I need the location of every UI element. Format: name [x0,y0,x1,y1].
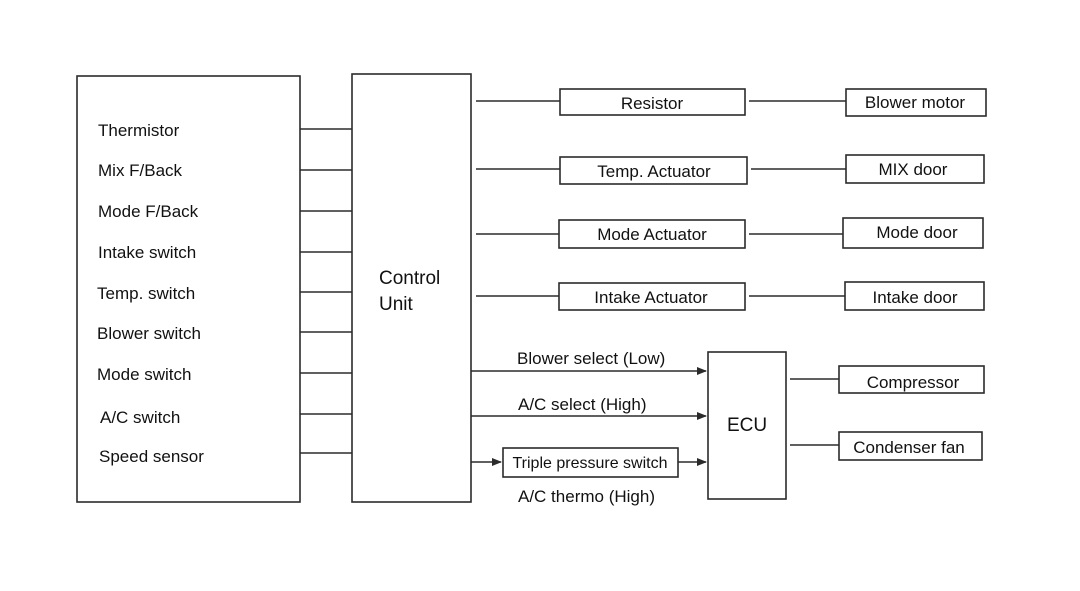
ecu-label: ECU [727,415,767,436]
ac-select-label: A/C select (High) [518,395,646,414]
control-unit-box [351,73,472,503]
actuator-row-resistor: Resistor Blower motor [476,88,987,117]
target-label: Mode door [876,223,958,242]
intake-actuator-box [558,282,746,311]
compressor-box [838,365,985,394]
ecu-output-label: Compressor [867,373,960,392]
input-label: Mix F/Back [98,161,183,180]
control-unit-label: Unit [379,294,414,315]
input-label: Mode switch [97,365,191,384]
intake-door-box [844,281,985,311]
input-label: Mode F/Back [98,202,199,221]
condenser-fan-box [838,431,983,461]
input-label: Temp. switch [97,284,195,303]
temp-actuator-box [559,156,748,185]
mode-door-box [842,217,984,249]
mode-actuator-box [558,219,746,249]
input-label: A/C switch [100,408,180,427]
blower-select-label: Blower select (Low) [517,349,665,368]
resistor-box [559,88,746,116]
actuator-row-temp: Temp. Actuator MIX door [476,154,985,185]
input-sensors-box [76,75,301,503]
target-label: Blower motor [865,93,965,112]
actuator-label: Mode Actuator [597,225,707,244]
input-label: Thermistor [98,121,180,140]
actuator-row-mode: Mode Actuator Mode door [476,217,984,249]
ecu-output-label: Condenser fan [853,438,965,457]
actuator-label: Intake Actuator [594,288,708,307]
control-unit-label: Control [379,268,440,289]
actuator-label: Temp. Actuator [597,162,711,181]
actuator-label: Resistor [621,94,684,113]
triple-pressure-switch-box [502,447,679,478]
blower-motor-box [845,88,987,117]
input-label: Intake switch [98,243,196,262]
mix-door-box [845,154,985,184]
actuator-row-intake: Intake Actuator Intake door [476,281,985,311]
input-label: Blower switch [97,324,201,343]
target-label: Intake door [872,288,957,307]
ecu-box [707,351,787,500]
input-wires [300,128,352,454]
ac-thermo-label: A/C thermo (High) [518,487,655,506]
target-label: MIX door [879,160,948,179]
triple-pressure-switch-label: Triple pressure switch [512,455,667,472]
input-label: Speed sensor [99,447,204,466]
